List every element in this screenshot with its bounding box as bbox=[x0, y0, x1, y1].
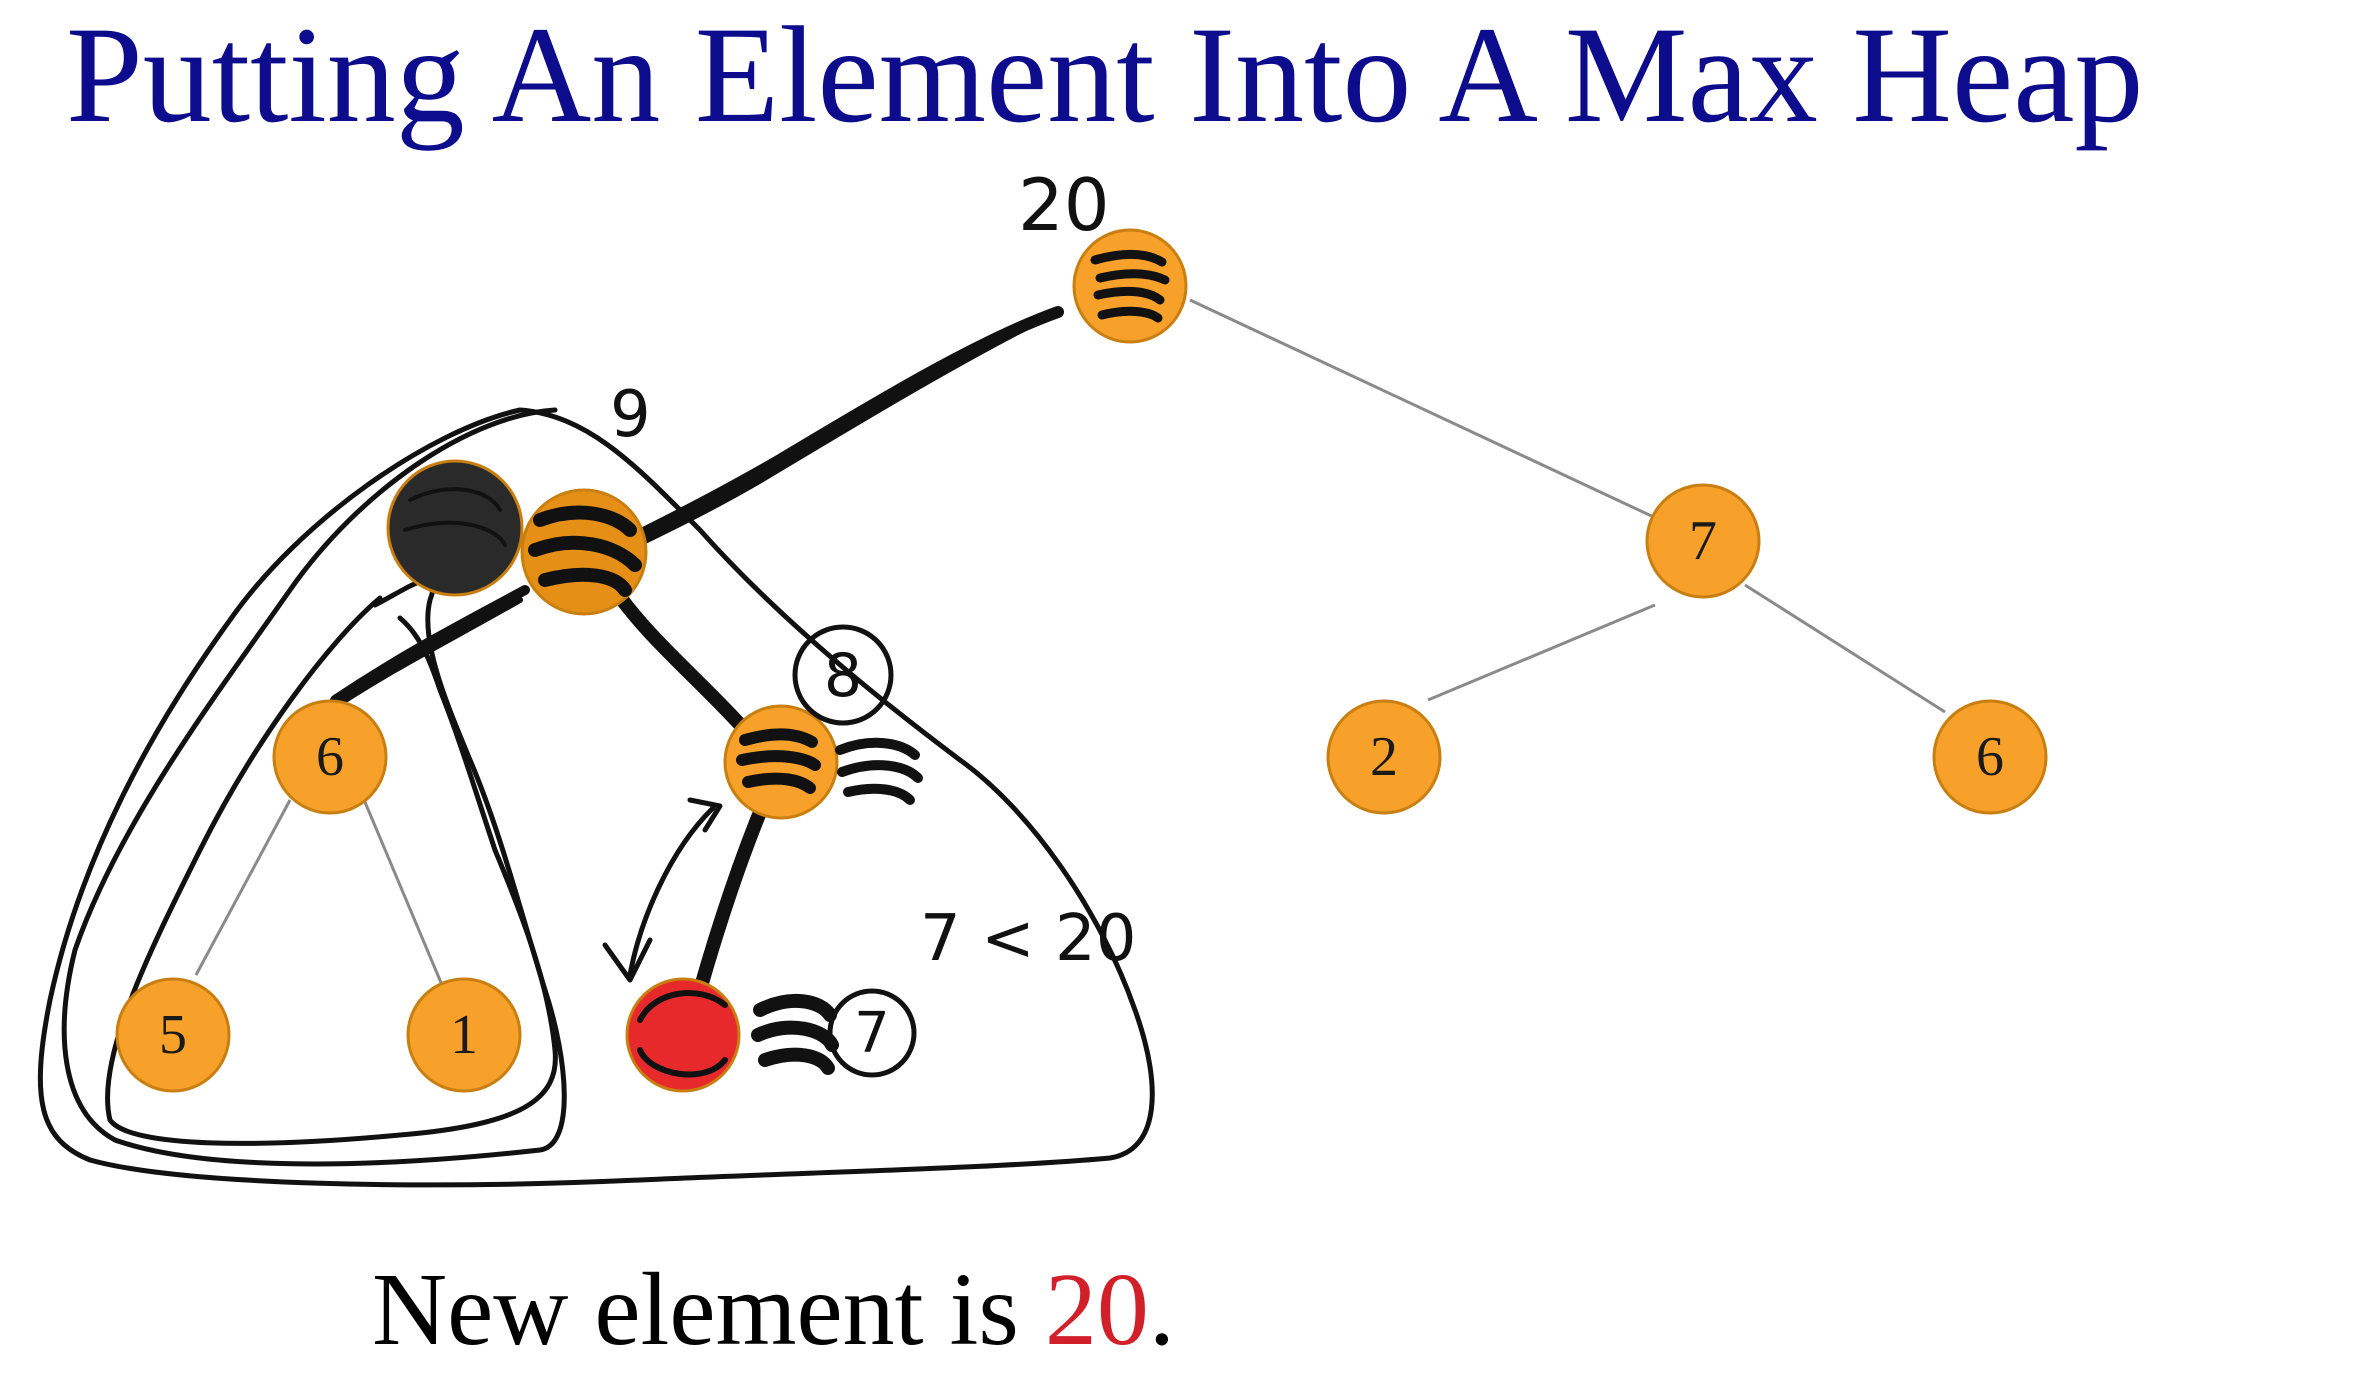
node-left-left-right: 1 bbox=[406, 977, 522, 1093]
caption-prefix: New element is bbox=[372, 1252, 1045, 1367]
new-value-bubble: 7 bbox=[827, 988, 917, 1078]
caption-value: 20 bbox=[1044, 1252, 1149, 1367]
handwritten-annotations: 20 9 8 7 < 20 7 bbox=[610, 163, 1136, 1078]
node-new bbox=[625, 977, 741, 1093]
caption-suffix: . bbox=[1148, 1252, 1175, 1367]
node-root bbox=[1072, 228, 1188, 344]
node-left bbox=[520, 488, 648, 616]
comparison-annotation: 7 < 20 bbox=[920, 902, 1136, 976]
node-left-left-label: 6 bbox=[316, 726, 344, 788]
edge-right-rr bbox=[1744, 583, 1946, 714]
lr-value-bubble: 8 bbox=[792, 624, 894, 726]
node-right-left: 2 bbox=[1326, 699, 1442, 815]
node-right-right-label: 6 bbox=[1976, 726, 2004, 788]
new-scribble bbox=[751, 993, 839, 1075]
ink-path-edges bbox=[327, 306, 1064, 997]
slide-title: Putting An Element Into A Max Heap bbox=[66, 0, 2144, 151]
caption: New element is 20. bbox=[372, 1248, 1175, 1373]
node-llr-label: 1 bbox=[450, 1004, 478, 1066]
root-value-annotation: 20 bbox=[1018, 163, 1110, 247]
node-left-scribble bbox=[386, 459, 524, 597]
tree-nodes: 7 6 2 6 5 bbox=[115, 228, 2048, 1093]
node-lll-label: 5 bbox=[159, 1004, 187, 1066]
lr-scribble bbox=[835, 737, 923, 805]
edge-ll-lll bbox=[194, 799, 292, 976]
edge-ll-llr bbox=[360, 794, 444, 986]
new-value-annotation: 7 bbox=[854, 1001, 890, 1066]
node-right-left-label: 2 bbox=[1370, 726, 1398, 788]
node-right-label: 7 bbox=[1689, 510, 1717, 572]
ink-subtree-outlines bbox=[37, 407, 1155, 1188]
tree-edges bbox=[194, 298, 1946, 986]
left-value-annotation: 9 bbox=[610, 378, 651, 452]
node-right: 7 bbox=[1645, 483, 1761, 599]
swap-arrow bbox=[602, 797, 723, 983]
lr-value-annotation: 8 bbox=[824, 641, 862, 711]
edge-root-right bbox=[1189, 298, 1661, 522]
node-left-left: 6 bbox=[272, 699, 388, 815]
edge-right-rl bbox=[1427, 603, 1656, 702]
node-right-right: 6 bbox=[1932, 699, 2048, 815]
node-left-right bbox=[723, 704, 839, 820]
node-left-left-left: 5 bbox=[115, 977, 231, 1093]
